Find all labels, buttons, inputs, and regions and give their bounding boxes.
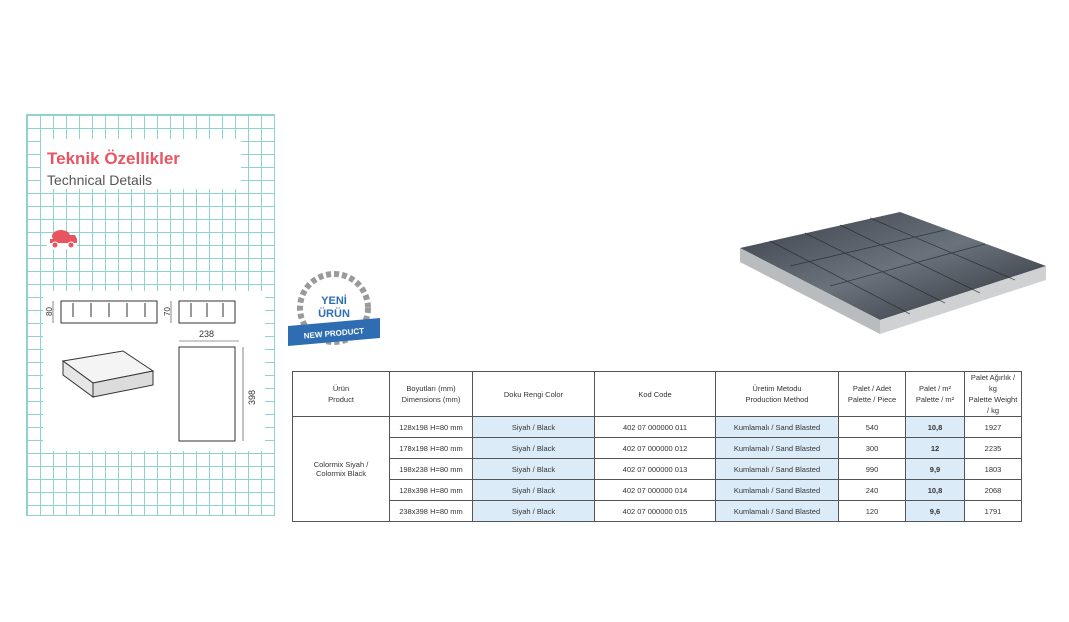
dim-cell: 198x238 H=80 mm — [389, 458, 473, 480]
code-cell: 402 07 000000 014 — [594, 479, 716, 501]
dim-398: 398 — [247, 390, 257, 405]
method-cell: Kumlamalı / Sand Blasted — [715, 479, 839, 501]
concrete-mixer-truck-icon — [47, 230, 77, 249]
piece-cell: 120 — [838, 500, 906, 522]
method-cell: Kumlamalı / Sand Blasted — [715, 500, 839, 522]
method-cell: Kumlamalı / Sand Blasted — [715, 416, 839, 438]
dim-cell: 128x398 H=80 mm — [389, 479, 473, 501]
th-dimensions: Boyutları (mm)Dimensions (mm) — [389, 371, 473, 417]
piece-cell: 300 — [838, 437, 906, 459]
piece-cell: 240 — [838, 479, 906, 501]
code-cell: 402 07 000000 013 — [594, 458, 716, 480]
weight-cell: 2068 — [964, 479, 1022, 501]
table-row: 238x398 H=80 mm Siyah / Black 402 07 000… — [293, 500, 1022, 522]
product-photo — [740, 212, 1046, 334]
code-cell: 402 07 000000 012 — [594, 437, 716, 459]
table-row: 128x398 H=80 mm Siyah / Black 402 07 000… — [293, 479, 1022, 501]
color-cell: Siyah / Black — [472, 479, 595, 501]
color-cell: Siyah / Black — [472, 416, 595, 438]
weight-cell: 1791 — [964, 500, 1022, 522]
dim-238: 238 — [199, 329, 214, 339]
method-cell: Kumlamalı / Sand Blasted — [715, 437, 839, 459]
m2-cell: 12 — [905, 437, 965, 459]
weight-cell: 2235 — [964, 437, 1022, 459]
code-cell: 402 07 000000 011 — [594, 416, 716, 438]
title-box: Teknik Özellikler Technical Details — [41, 139, 241, 189]
table-row: 198x238 H=80 mm Siyah / Black 402 07 000… — [293, 458, 1022, 480]
piece-cell: 990 — [838, 458, 906, 480]
technical-panel: Teknik Özellikler Technical Details 80 7… — [26, 114, 275, 516]
dim-70: 70 — [163, 307, 172, 316]
table-row: Colormix Siyah /Colormix Black 128x198 H… — [292, 416, 1022, 522]
code-cell: 402 07 000000 015 — [594, 500, 716, 522]
color-cell: Siyah / Black — [472, 458, 595, 480]
th-code: Kod Code — [594, 371, 716, 417]
m2-cell: 10,8 — [905, 416, 965, 438]
weight-cell: 1803 — [964, 458, 1022, 480]
new-product-badge: YENİ ÜRÜN NEW PRODUCT — [288, 271, 380, 346]
badge-line2: ÜRÜN — [318, 307, 350, 320]
title-en: Technical Details — [47, 172, 153, 188]
dim-80: 80 — [45, 307, 54, 316]
color-cell: Siyah / Black — [472, 500, 595, 522]
method-cell: Kumlamalı / Sand Blasted — [715, 458, 839, 480]
table-row: 178x198 H=80 mm Siyah / Black 402 07 000… — [293, 437, 1022, 459]
color-cell: Siyah / Black — [472, 437, 595, 459]
th-color: Doku Rengi Color — [472, 371, 595, 417]
title-tr: Teknik Özellikler — [47, 149, 180, 168]
m2-cell: 9,9 — [905, 458, 965, 480]
m2-cell: 10,8 — [905, 479, 965, 501]
product-name-cell: Colormix Siyah /Colormix Black — [292, 416, 390, 522]
badge-line1: YENİ — [321, 294, 347, 307]
technical-drawing: 80 70 238 398 — [43, 291, 265, 451]
m2-cell: 9,6 — [905, 500, 965, 522]
piece-cell: 540 — [838, 416, 906, 438]
dim-cell: 178x198 H=80 mm — [389, 437, 473, 459]
dim-cell: 238x398 H=80 mm — [389, 500, 473, 522]
dim-cell: 128x198 H=80 mm — [389, 416, 473, 438]
weight-cell: 1927 — [964, 416, 1022, 438]
